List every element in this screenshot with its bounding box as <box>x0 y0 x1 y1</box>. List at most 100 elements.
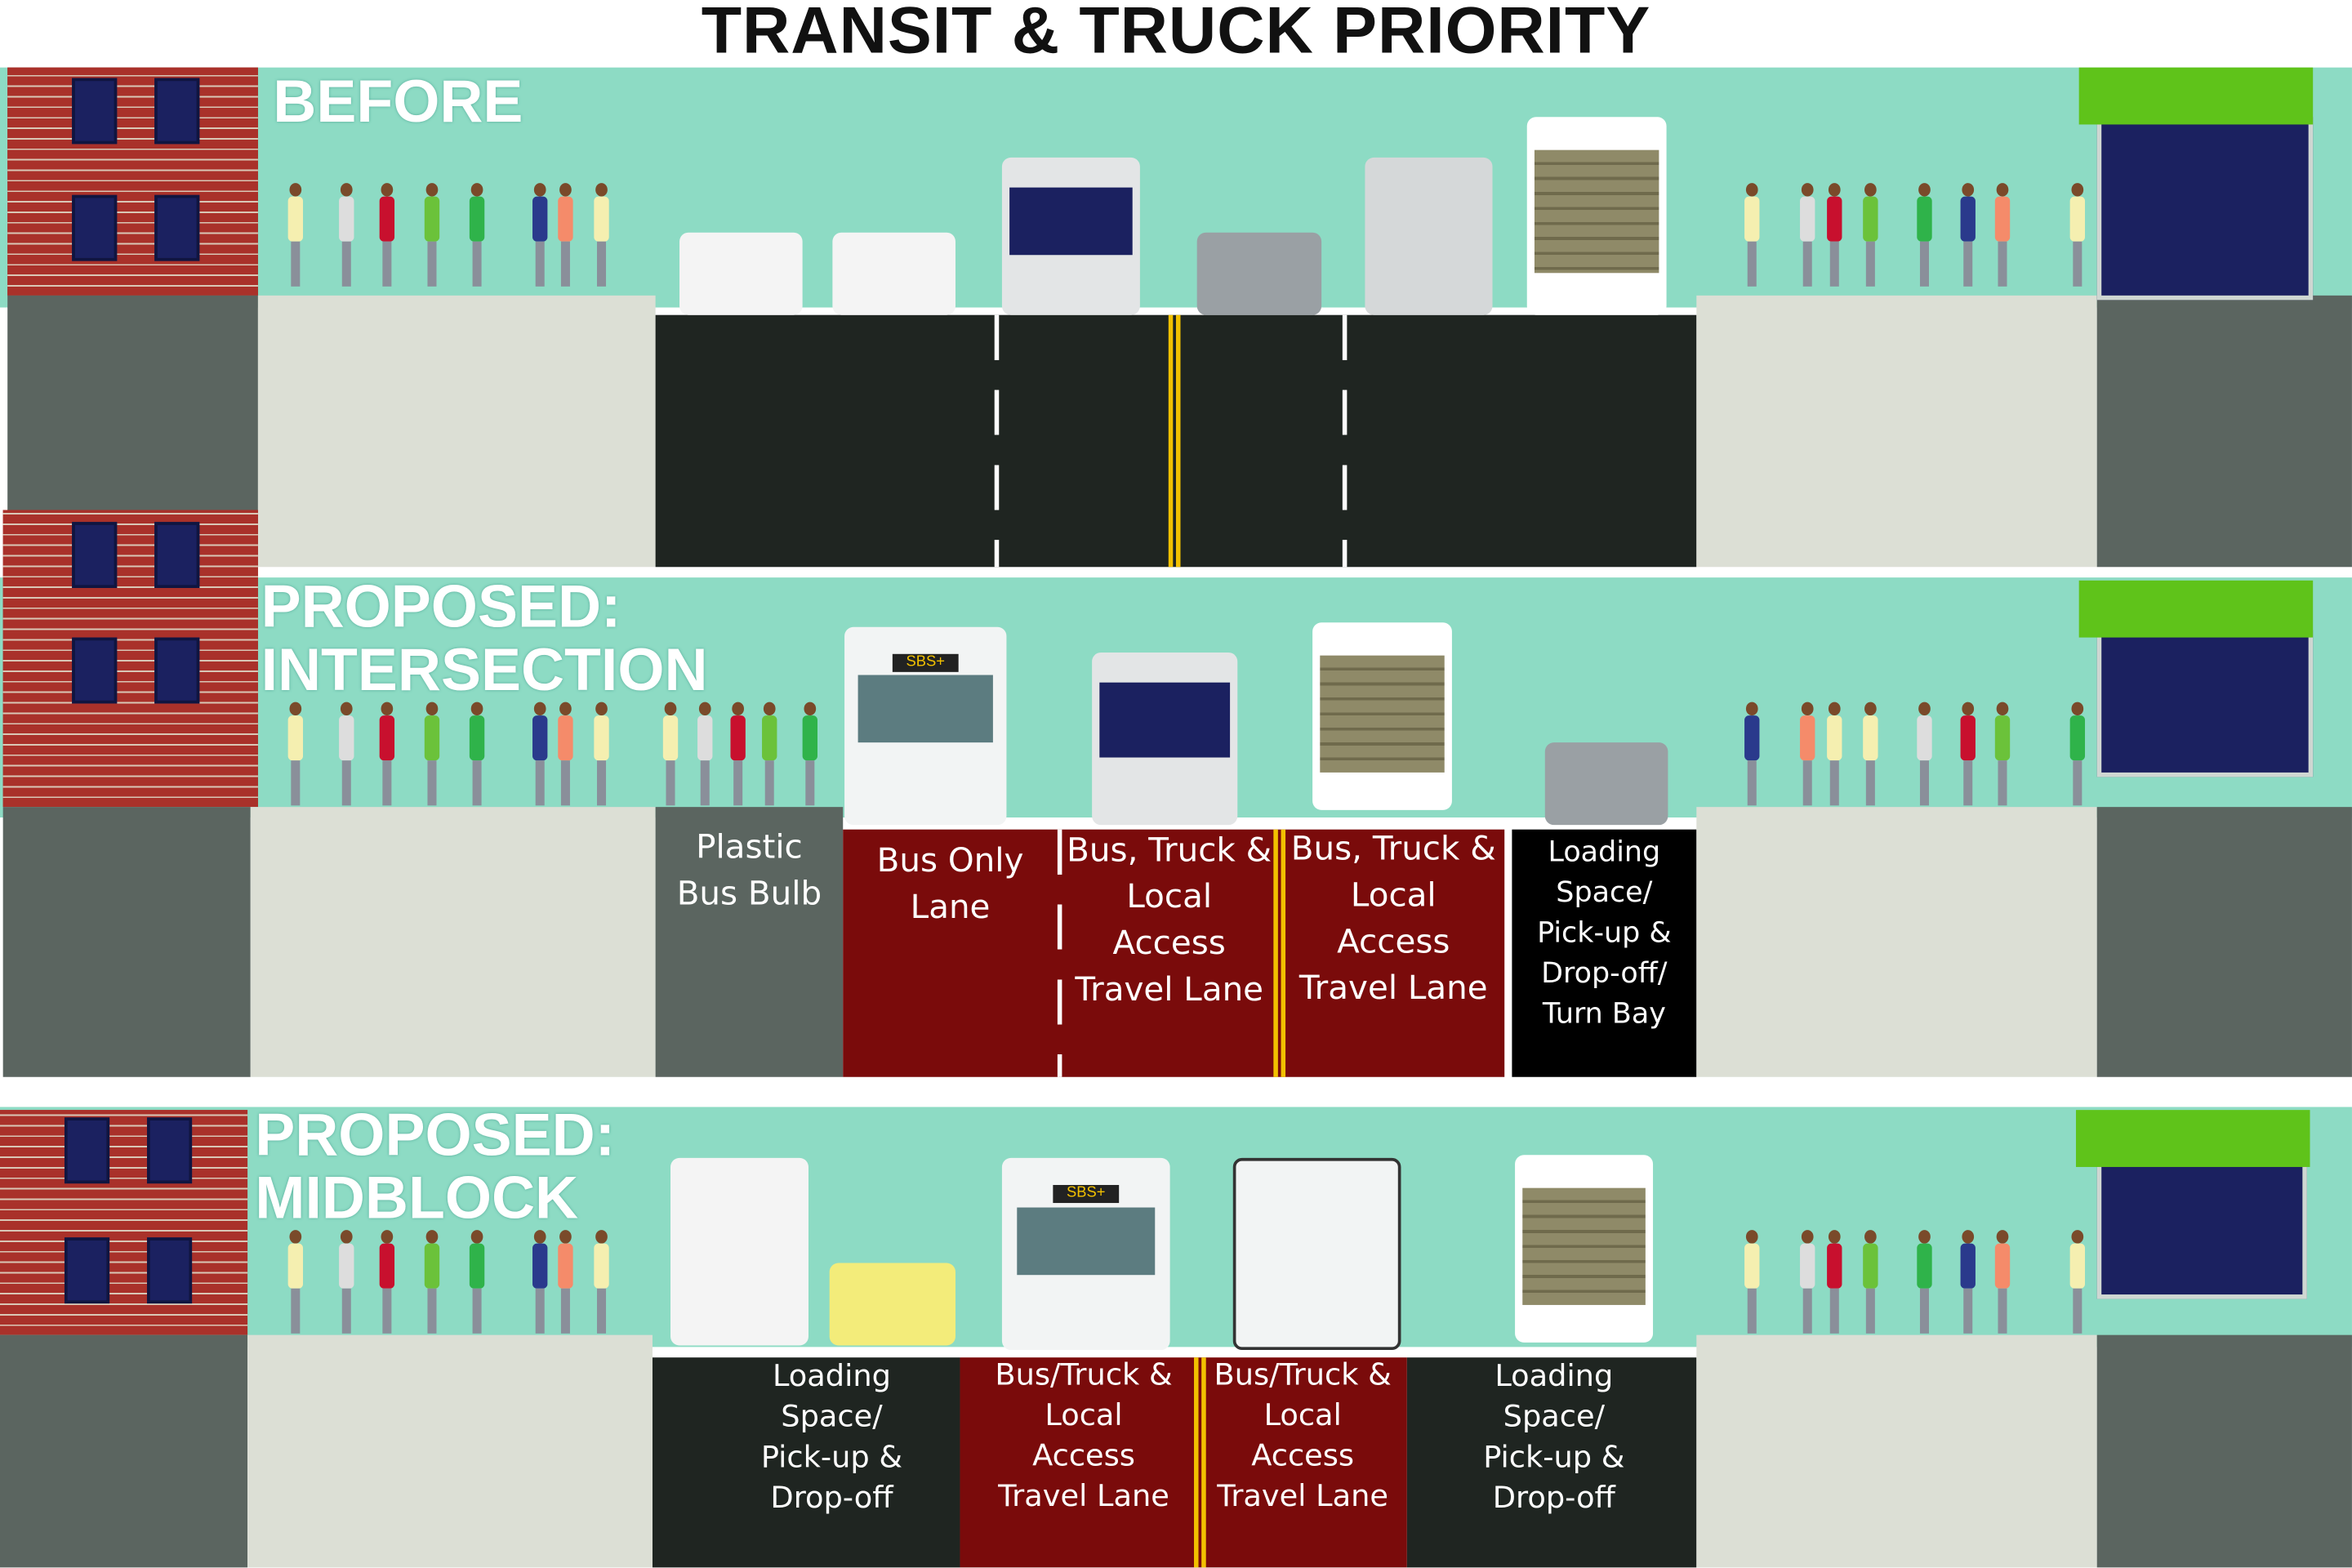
label-line: Access <box>1251 1437 1355 1473</box>
car <box>679 232 803 315</box>
truck-front <box>670 1157 808 1346</box>
diagram-title: TRANSIT & TRUCK PRIORITY <box>701 0 1651 68</box>
label-line: Access <box>1112 925 1226 964</box>
window <box>72 78 118 145</box>
bus-windshield <box>1017 1207 1156 1276</box>
lane-divider <box>1057 829 1062 1077</box>
label-line: Space/ <box>1503 1397 1605 1434</box>
pedestrian <box>1960 702 1976 806</box>
pedestrian <box>1827 183 1842 287</box>
pedestrian <box>379 1230 395 1334</box>
bus-rear <box>1232 1157 1401 1351</box>
pedestrian <box>802 702 818 806</box>
pedestrian <box>1744 183 1760 287</box>
storefront <box>2096 117 2314 301</box>
center-line <box>1273 829 1286 1077</box>
heading-line: PROPOSED: <box>261 574 621 641</box>
pedestrian <box>594 702 609 806</box>
bus-sign: SBS+ <box>892 653 959 672</box>
pedestrian <box>1800 702 1815 806</box>
panel-heading: PROPOSED: INTERSECTION <box>261 576 708 702</box>
center-line <box>1194 1357 1206 1568</box>
label-line: Bus Only <box>876 843 1024 881</box>
label-line: Lane <box>910 889 991 928</box>
pedestrian <box>2069 183 2086 287</box>
window <box>146 1237 193 1304</box>
lane-label-travel: Bus/Truck & Local Access Travel Lane <box>1194 1355 1411 1517</box>
window <box>154 78 200 145</box>
pedestrian <box>1863 183 1878 287</box>
pedestrian <box>1744 1230 1760 1334</box>
label-line: Loading <box>772 1357 891 1394</box>
bus-windshield <box>1009 187 1133 256</box>
brick-building <box>2 510 258 808</box>
lane-label-bus-bulb: Plastic Bus Bulb <box>656 825 844 918</box>
sidewalk-left <box>250 807 656 1077</box>
pedestrian <box>730 702 746 806</box>
pedestrian <box>339 702 354 806</box>
pedestrian <box>662 702 679 806</box>
building-section <box>2096 295 2352 568</box>
lane-divider <box>994 314 1000 568</box>
label-line: Bus, Truck & <box>1290 831 1496 869</box>
lane-label-travel: Bus, Truck & Local Access Travel Lane <box>1282 826 1504 1013</box>
label-line: Local <box>1126 879 1213 917</box>
label-line: Loading <box>1548 835 1661 869</box>
pedestrian <box>1994 183 2011 287</box>
pedestrian <box>1827 1230 1842 1334</box>
bus-windshield <box>1099 682 1231 758</box>
sidewalk-right <box>1696 807 2097 1077</box>
pedestrian <box>532 183 548 287</box>
pedestrian <box>469 702 485 806</box>
pedestrian <box>287 702 304 806</box>
pedestrian <box>697 702 713 806</box>
label-line: Pick-up & <box>760 1438 903 1475</box>
label-line: Bus, Truck & <box>1067 832 1272 871</box>
car <box>1544 742 1668 826</box>
bus-rear <box>1365 157 1493 315</box>
car <box>1196 232 1322 315</box>
storefront <box>2096 1157 2307 1299</box>
truck-cargo <box>1320 655 1445 773</box>
lane-label-bus-only: Bus Only Lane <box>843 839 1058 932</box>
sidewalk-right <box>1696 1334 2097 1568</box>
building-section <box>2096 1334 2352 1568</box>
lane-label-travel: Bus/Truck & Local Access Travel Lane <box>968 1355 1200 1517</box>
awning <box>2078 67 2314 125</box>
label-line: Pick-up & <box>1483 1438 1625 1475</box>
lane-label-loading: Loading Space/ Pick-up & Drop-off <box>1464 1356 1644 1517</box>
pedestrian <box>2069 702 2086 806</box>
pedestrian <box>287 183 304 287</box>
label-line: Bus/Truck & <box>1214 1356 1392 1392</box>
building-section <box>2 807 251 1077</box>
label-line: Access <box>1032 1437 1135 1473</box>
awning <box>2078 580 2314 638</box>
label-line: Drop-off <box>770 1478 893 1516</box>
pedestrian <box>558 1230 573 1334</box>
pedestrian <box>532 702 548 806</box>
loading-space <box>1406 1357 1697 1568</box>
label-line: Local <box>1045 1396 1123 1433</box>
pedestrian <box>424 1230 440 1334</box>
label-line: Travel Lane <box>1298 970 1488 1009</box>
red-lanes <box>843 829 1505 1077</box>
label-line: Travel Lane <box>1217 1477 1389 1514</box>
pedestrian <box>1827 702 1842 806</box>
pedestrian <box>594 1230 609 1334</box>
pedestrian <box>1917 702 1932 806</box>
window <box>72 194 118 261</box>
lane-divider <box>1342 314 1348 568</box>
bus-sign: SBS+ <box>1053 1184 1120 1204</box>
heading-line: PROPOSED: <box>255 1102 616 1169</box>
label-line: Loading <box>1494 1357 1614 1394</box>
label-line: Bus Bulb <box>676 875 822 914</box>
pedestrian <box>762 702 777 806</box>
loading-space <box>652 1357 960 1568</box>
lane-label-loading: Loading Space/ Pick-up & Drop-off <box>746 1356 918 1517</box>
label-line: Travel Lane <box>998 1477 1169 1514</box>
lane-label-travel: Bus, Truck & Local Access Travel Lane <box>1061 828 1278 1014</box>
truck-cargo <box>1534 149 1659 274</box>
awning <box>2075 1110 2310 1167</box>
label-line: Space/ <box>781 1397 883 1434</box>
